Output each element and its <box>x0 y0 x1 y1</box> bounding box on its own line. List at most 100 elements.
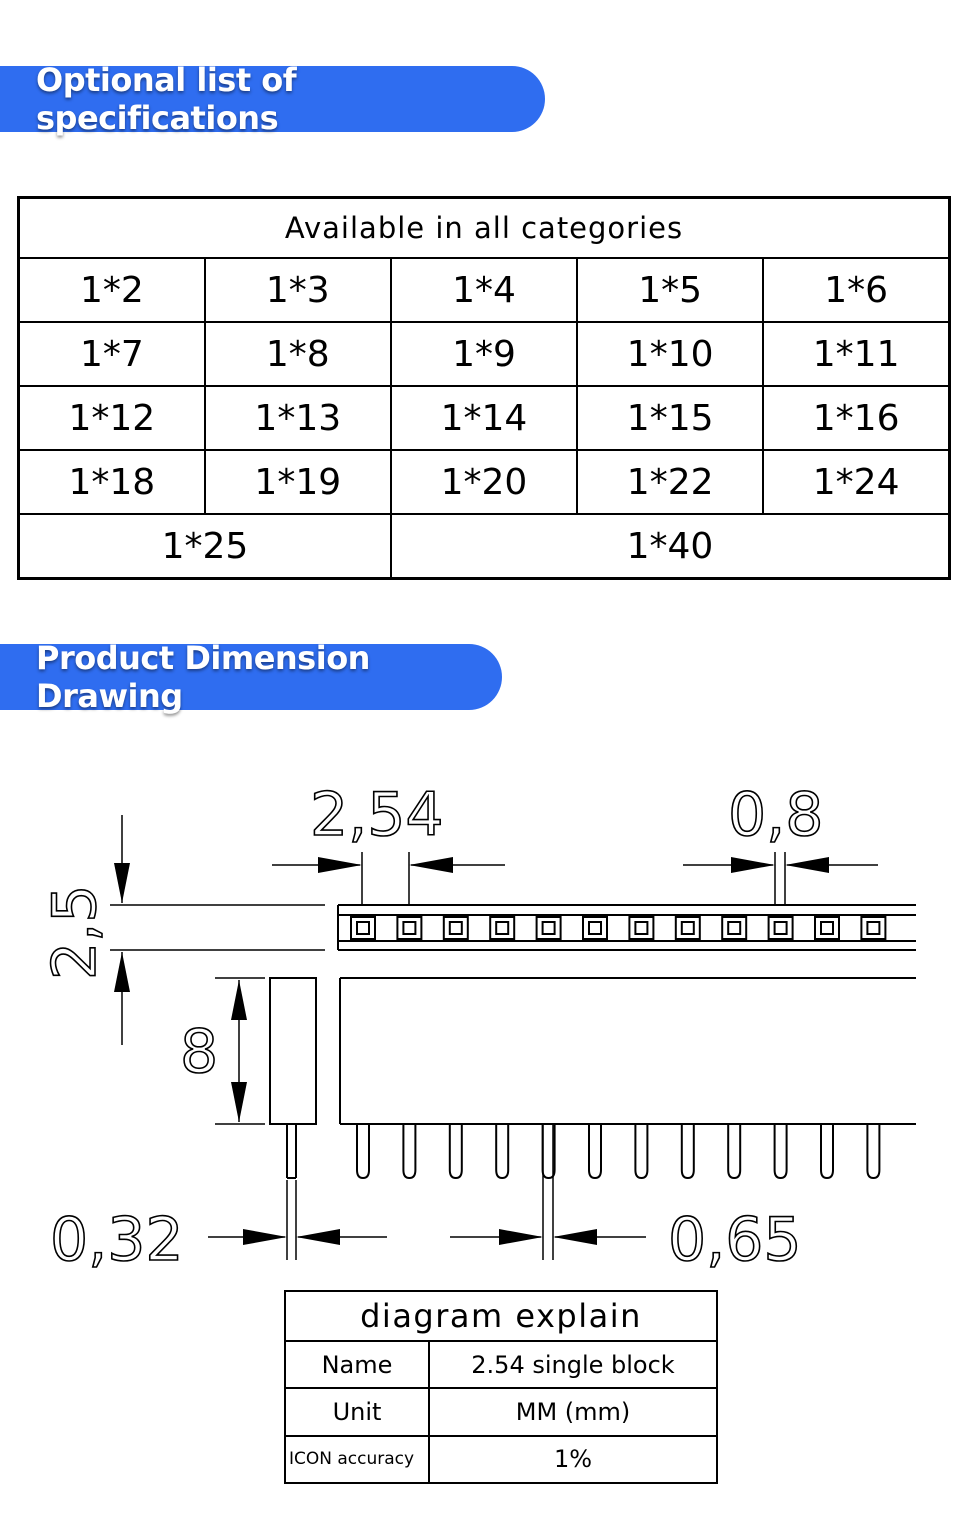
socket-pin <box>448 1124 463 1180</box>
diagram-explain-table: diagram explain Name 2.54 single block U… <box>284 1290 718 1485</box>
side-view-body <box>269 977 317 1125</box>
socket-hole <box>489 916 516 940</box>
explain-value: 2.54 single block <box>428 1339 718 1390</box>
body-height-label: 8 <box>180 1017 218 1087</box>
pitch-label: 2,54 <box>310 780 444 850</box>
socket-hole-inner <box>541 921 556 935</box>
spec-cell: 1*19 <box>203 449 392 515</box>
explain-value: 1% <box>428 1434 718 1485</box>
spec-table-header: Available in all categories <box>17 196 951 259</box>
explain-label: Unit <box>284 1387 430 1437</box>
socket-hole <box>628 916 655 940</box>
arrow-left-icon <box>553 1229 597 1245</box>
spec-cell: 1*22 <box>576 449 765 515</box>
spec-cell: 1*12 <box>17 385 206 451</box>
spec-cell: 1*18 <box>17 449 206 515</box>
header-height-label: 2,5 <box>40 885 110 980</box>
socket-hole <box>814 916 840 940</box>
explain-label: ICON accuracy <box>284 1434 430 1485</box>
socket-hole-inner <box>866 921 881 935</box>
socket-pin <box>588 1124 602 1180</box>
spec-cell: 1*20 <box>389 449 579 515</box>
arrow-up-icon <box>114 952 130 992</box>
spec-cell: 1*4 <box>389 257 579 323</box>
dimension-drawing-title: Product Dimension Drawing <box>36 639 370 715</box>
arrow-right-icon <box>243 1229 287 1245</box>
explain-title: diagram explain <box>284 1290 718 1342</box>
spec-cell: 1*15 <box>576 385 765 451</box>
socket-pin <box>634 1124 649 1180</box>
socket-hole-inner <box>727 921 742 935</box>
table-row: 1*18 1*19 1*20 1*22 1*24 <box>17 449 951 515</box>
dimension-drawing-banner: Product Dimension Drawing <box>0 639 502 715</box>
spec-cell: 1*5 <box>576 257 765 323</box>
table-row: 1*2 1*3 1*4 1*5 1*6 <box>17 257 951 323</box>
specifications-title: Optional list of specifications <box>36 61 297 137</box>
socket-hole <box>674 916 701 940</box>
table-row: Unit MM (mm) <box>284 1387 718 1437</box>
socket-pins <box>356 1124 881 1180</box>
socket-hole <box>860 916 887 940</box>
spec-cell: 1*2 <box>17 257 206 323</box>
socket-hole-inner <box>773 921 788 935</box>
socket-hole <box>535 916 562 940</box>
arrow-down-icon <box>114 863 130 903</box>
specifications-banner: Optional list of specifications <box>0 61 545 137</box>
explain-value: MM (mm) <box>428 1387 718 1437</box>
pin-thickness-label: 0,65 <box>668 1205 802 1275</box>
table-row: 1*25 1*40 <box>17 513 951 580</box>
spec-cell: 1*16 <box>762 385 951 451</box>
arrow-right-icon <box>499 1229 543 1245</box>
table-row: Name 2.54 single block <box>284 1339 718 1390</box>
socket-hole-inner <box>495 921 510 935</box>
socket-hole <box>721 916 748 940</box>
socket-pin <box>820 1124 834 1180</box>
spec-cell: 1*9 <box>389 321 579 387</box>
arrow-right-icon <box>731 857 775 873</box>
socket-hole-inner <box>356 921 370 935</box>
arrow-down-icon <box>231 1082 247 1122</box>
arrow-left-icon <box>296 1229 340 1245</box>
table-row: ICON accuracy 1% <box>284 1434 718 1485</box>
socket-hole <box>350 916 376 940</box>
pin-width-label: 0,32 <box>50 1205 184 1275</box>
arrow-left-icon <box>785 857 829 873</box>
socket-hole <box>396 916 423 940</box>
spec-cell: 1*11 <box>762 321 951 387</box>
spec-cell: 1*24 <box>762 449 951 515</box>
spec-cell: 1*14 <box>389 385 579 451</box>
spec-cell: 1*6 <box>762 257 951 323</box>
socket-hole <box>767 916 794 940</box>
socket-hole-inner <box>680 921 695 935</box>
table-row: 1*7 1*8 1*9 1*10 1*11 <box>17 321 951 387</box>
socket-hole-inner <box>820 921 834 935</box>
spec-cell: 1*8 <box>203 321 392 387</box>
socket-pin <box>866 1124 881 1180</box>
socket-hole-inner <box>402 921 417 935</box>
socket-hole-inner <box>448 921 463 935</box>
spec-cell: 1*25 <box>17 513 392 580</box>
spec-cell: 1*7 <box>17 321 206 387</box>
socket-pin <box>773 1124 788 1180</box>
arrow-right-icon <box>318 857 362 873</box>
spec-cell: 1*3 <box>203 257 392 323</box>
arrow-left-icon <box>409 857 453 873</box>
socket-hole-inner <box>588 921 602 935</box>
spec-cell: 1*10 <box>576 321 765 387</box>
hole-width-label: 0,8 <box>728 780 823 850</box>
dimension-drawing: 2,54 0,8 0,32 0,65 8 2,5 <box>39 779 916 1276</box>
socket-pin <box>495 1124 510 1180</box>
table-row: 1*12 1*13 1*14 1*15 1*16 <box>17 385 951 451</box>
socket-hole-inner <box>634 921 649 935</box>
spec-cell: 1*40 <box>389 513 951 580</box>
arrow-up-icon <box>231 980 247 1020</box>
explain-label: Name <box>284 1339 430 1390</box>
socket-hole <box>582 916 608 940</box>
spec-cell: 1*13 <box>203 385 392 451</box>
socket-hole <box>442 916 469 940</box>
specification-table: Available in all categories 1*2 1*3 1*4 … <box>17 196 951 580</box>
socket-pin <box>680 1124 695 1180</box>
socket-pin <box>356 1124 370 1180</box>
socket-pin <box>402 1124 417 1180</box>
socket-holes <box>350 916 887 940</box>
